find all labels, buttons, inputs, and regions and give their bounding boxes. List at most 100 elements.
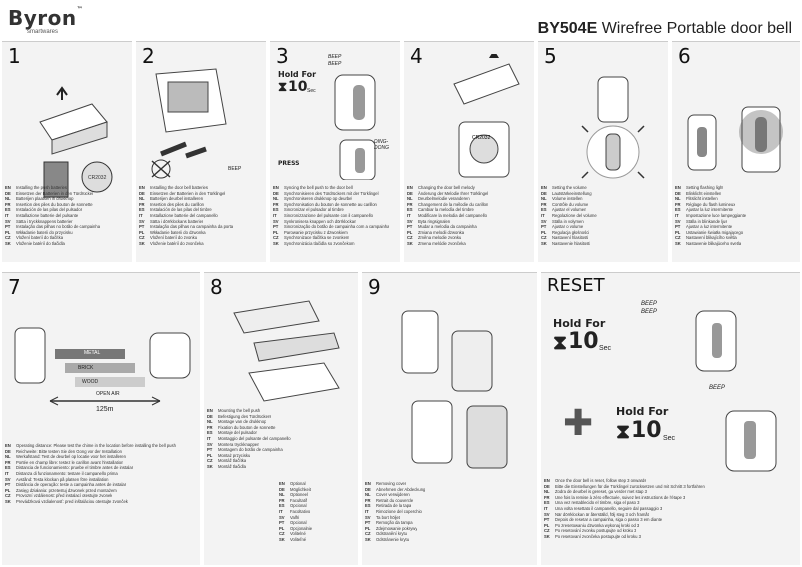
language-text: Volume instellen xyxy=(552,196,583,202)
language-text: Zmiana melodii dzwonka xyxy=(418,229,465,235)
language-code: PT xyxy=(675,224,681,230)
language-text: Ajustar o volume xyxy=(552,224,584,230)
step-number: 3 xyxy=(276,44,289,68)
language-text: Deurbelmelodie veranderen xyxy=(418,196,470,202)
operating-distance-illustration xyxy=(14,327,191,406)
language-text: Removing cover xyxy=(376,481,407,486)
language-code: IT xyxy=(5,470,9,476)
language-line: DE Einsetzen der Batterien in den Türdrüc… xyxy=(5,191,130,197)
language-code: SV xyxy=(5,476,11,482)
metal-label: METAL xyxy=(84,350,101,356)
language-text: Wkładanie baterii do przycisku xyxy=(16,229,73,235)
language-line: SV Ta bort höljet xyxy=(365,515,535,521)
language-code: DE xyxy=(5,190,11,196)
language-code: FR xyxy=(207,424,213,430)
language-text: När dörrklockan är återställd, följ steg… xyxy=(555,511,649,517)
language-code: EN xyxy=(544,478,550,483)
language-text: Insertion des piles du bouton de sonnett… xyxy=(16,201,93,207)
reset-panel: RESET BEEP BEEP Hold For ⧗ 10 Sec BEEP ✚… xyxy=(541,272,800,565)
language-code: IT xyxy=(407,212,411,218)
language-text: Montáž tlačidla xyxy=(218,463,246,469)
language-code: DE xyxy=(279,486,285,492)
language-code: PL xyxy=(273,229,279,235)
language-text: Batterijen deurbel installeren xyxy=(150,196,204,202)
language-text: Batterijen plaatsen in drukknop xyxy=(16,196,74,202)
flashing-light-illustration xyxy=(687,106,783,173)
language-text: Ajustar la luz intermitente xyxy=(686,207,734,213)
language-text: Regolazione del volume xyxy=(552,212,597,218)
language-code: PL xyxy=(207,452,213,458)
svg-text:BEEP: BEEP xyxy=(228,166,242,172)
language-text: Po resetování zvonku postupujte od kroku… xyxy=(555,528,637,534)
language-text: Instalação das pilhas no botão de campai… xyxy=(16,224,101,230)
language-code: PL xyxy=(544,522,550,528)
language-code: SV xyxy=(407,218,413,224)
language-text: Installing the door bell batteries xyxy=(150,185,208,190)
language-text: Depois de resetar a campainha, siga o pa… xyxy=(555,517,663,523)
language-code: EN xyxy=(279,481,285,486)
page-title: BY504E Wirefree Portable door bell xyxy=(537,20,792,37)
language-line: PT Sincronização do botão de campainha co… xyxy=(273,224,398,230)
language-text: Zodra de deurbel is gereset, ga verder m… xyxy=(555,489,647,495)
language-code: NL xyxy=(5,454,11,460)
language-text: Installazione batterie del pulsante xyxy=(16,212,79,218)
language-text: Befestigung des Türdrückers xyxy=(218,413,272,419)
hourglass-icon: ⧗ xyxy=(553,330,568,354)
hold-seconds: 10 xyxy=(288,79,308,95)
language-code: FR xyxy=(541,201,547,207)
language-code: SK xyxy=(273,240,279,246)
language-text: Blinklicht einstellen xyxy=(686,190,722,196)
language-text: Cover verwijderen xyxy=(376,492,410,498)
language-code: PL xyxy=(279,525,285,531)
language-code: SV xyxy=(365,514,371,520)
language-text: Sincronização do botão de campainha com … xyxy=(284,224,390,230)
language-text: Po zresetowaniu dzwonka wykonaj kroki od… xyxy=(555,522,640,528)
language-text: Einsetzen der Batterien in den Türklinge… xyxy=(150,190,226,196)
language-text: Installazione batterie del campanello xyxy=(150,212,218,218)
hold-for-label: Hold For xyxy=(616,405,669,418)
language-text: Installing the push batteries xyxy=(16,185,67,190)
language-code: DE xyxy=(407,190,413,196)
language-text: Ajustar a luz intermitente xyxy=(686,224,733,230)
language-text: Synchronisation du bouton de sonnette au… xyxy=(284,201,377,207)
language-code: NL xyxy=(407,196,413,202)
language-text: Setting the volume xyxy=(552,185,587,190)
language-code: IT xyxy=(675,212,679,218)
language-text: Ta bort höljet xyxy=(376,514,400,520)
language-text: Cambiar la melodía del timbre xyxy=(418,207,474,213)
language-code: PT xyxy=(273,224,279,230)
language-code: IT xyxy=(207,435,211,441)
language-code: CZ xyxy=(5,235,11,241)
language-text: Mounting the bell push xyxy=(218,408,261,413)
language-text: Einsetzen der Batterien in den Türdrücke… xyxy=(16,190,94,196)
